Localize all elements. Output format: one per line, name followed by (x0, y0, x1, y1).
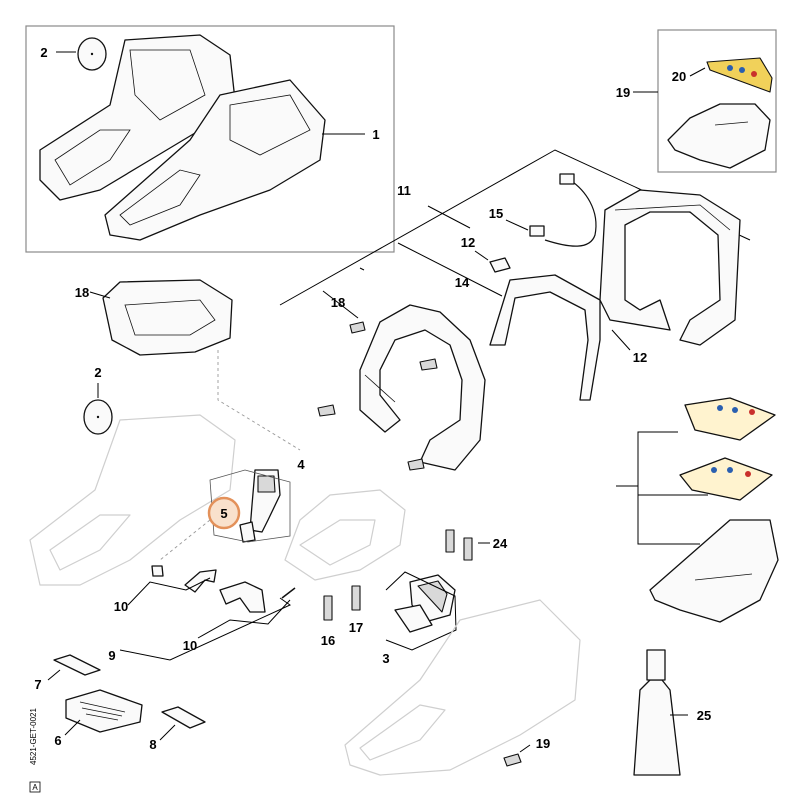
assembly-path-17 (217, 350, 301, 451)
callout-p10b: 8 (149, 737, 156, 752)
loop-handle (489, 274, 601, 401)
screw-18b (351, 585, 361, 611)
callout-p19: 19 (616, 85, 630, 100)
spring-clip (489, 257, 511, 273)
callout-p17: 18 (75, 285, 89, 300)
trigger-lever-small (239, 521, 256, 543)
callout-p6: 6 (54, 733, 61, 748)
callout-p4: 4 (297, 457, 305, 472)
screw-18a (323, 595, 333, 621)
bracket-switch-9 (127, 577, 211, 606)
callout-p5: 5 (220, 506, 227, 521)
warning-label-1 (684, 397, 776, 441)
damper-pad-lower (394, 604, 433, 633)
screw-24b (463, 537, 473, 561)
callout-p2b: 2 (94, 365, 101, 380)
callout-p18b: 17 (349, 620, 363, 635)
housing-shell-upper (39, 34, 236, 201)
callout-p12b: 12 (633, 350, 647, 365)
callout-p2a: 2 (40, 45, 47, 60)
switch-lever (219, 581, 266, 613)
screw-15c (317, 404, 336, 417)
callout-p20: 20 (672, 69, 686, 84)
bracket-kit (637, 431, 700, 545)
trigger-lever (249, 469, 281, 533)
clip-10b (161, 706, 206, 729)
callout-p7: 9 (108, 648, 115, 663)
bracket-switch-8 (197, 599, 291, 639)
kit-frame (657, 29, 777, 173)
screw-15b (419, 358, 438, 371)
callout-p10a: 7 (34, 677, 41, 692)
callout-p13: 15 (489, 206, 503, 221)
callout-p25: 25 (697, 708, 711, 723)
screw-24a (445, 529, 455, 553)
warning-label-2 (679, 457, 773, 501)
central-chassis (284, 489, 406, 581)
housing-shell-lower (104, 79, 326, 241)
mounting-block (65, 689, 143, 733)
screw-15a (349, 321, 366, 334)
cable-harness (529, 173, 597, 247)
callout-p9: 10 (114, 599, 128, 614)
callout-p11: 11 (397, 183, 411, 198)
cover-disc-top (77, 37, 107, 71)
highlight-marker-p5 (207, 496, 241, 530)
spring-part (281, 587, 296, 599)
callout-p3: 3 (382, 651, 389, 666)
callout-p12a: 12 (461, 235, 475, 250)
screw-16 (503, 753, 522, 767)
rear-handle (359, 304, 486, 471)
callout-p18a: 16 (321, 633, 335, 648)
front-handle-frame (599, 189, 741, 346)
callout-p24: 24 (493, 536, 508, 551)
callout-p14: 14 (455, 275, 470, 290)
document-tag-box (29, 781, 41, 793)
saddle-cover (667, 103, 771, 169)
assembly-path-trigger (159, 519, 211, 561)
warning-label-strip (706, 57, 773, 93)
contact-spring (151, 565, 164, 577)
document-code: 4521-GET-0021 (29, 708, 38, 765)
bracket-damper (385, 571, 457, 651)
ghost-housing-lower (344, 599, 581, 776)
bracket-switch-7 (119, 597, 292, 661)
callout-p16: 19 (536, 736, 550, 751)
upper-cover-shell (102, 279, 233, 356)
grease-tube (633, 649, 681, 776)
bracket-trigger (209, 469, 291, 543)
clip-10a (53, 654, 101, 676)
callout-p1: 1 (372, 127, 379, 142)
saddle-cover-large (649, 519, 779, 623)
callout-p15: 18 (331, 295, 345, 310)
ghost-housing-left (29, 414, 236, 586)
screw-15d (407, 458, 425, 471)
housing-frame (25, 25, 395, 253)
cover-disc-mid (83, 399, 113, 435)
document-tag: A (32, 783, 38, 792)
